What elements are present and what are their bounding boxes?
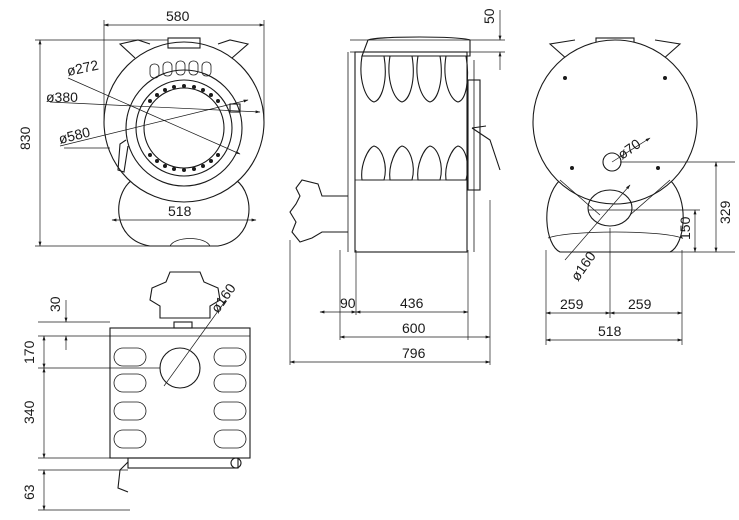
label-63: 63 [21,484,37,500]
label-150: 150 [677,216,693,240]
label-160-rear: ø160 [567,248,599,283]
leader-160-plan [163,299,227,387]
label-340: 340 [21,400,37,424]
front-flue [167,37,201,49]
front-vent-slots [149,60,212,79]
front-door-outer [125,69,243,187]
label-518-rear: 518 [598,323,622,339]
label-518-front: 518 [168,203,192,219]
plan-outlet-160 [159,347,201,389]
front-body-circle [103,41,265,203]
label-30: 30 [47,296,63,312]
label-830: 830 [17,126,33,150]
side-view [289,10,505,365]
side-drum [354,51,468,253]
front-base [118,179,250,247]
label-170: 170 [21,340,37,364]
label-436: 436 [400,295,424,311]
label-259-left: 259 [560,296,584,312]
rear-view [532,37,735,345]
label-259-right: 259 [628,296,652,312]
front-door-rivets [148,84,220,172]
plan-flue-collar [173,321,193,329]
rear-outlet-160 [587,189,633,227]
side-flue-pipe [289,179,348,243]
rear-body-circle [532,39,698,205]
label-580-diam: ø580 [57,124,92,147]
label-90: 90 [340,295,356,311]
front-hinge [229,103,241,113]
leader-70 [611,137,651,163]
side-handle [471,125,501,171]
leader-160-rear [564,184,631,261]
label-580: 580 [166,8,190,24]
side-door-plate [467,79,481,191]
label-796: 796 [402,345,426,361]
leader-272 [67,77,241,155]
plan-flue [149,271,221,319]
rear-bolts [563,76,667,170]
front-ear-left [118,39,151,59]
side-bottom-fins [361,145,469,181]
label-50: 50 [481,8,497,24]
rear-ear-left [548,39,576,61]
side-top-fins [360,36,471,103]
leader-380 [49,101,261,114]
plan-view [38,271,251,511]
plan-fins [113,347,247,449]
rear-ear-right [654,39,682,61]
front-door-ring [135,79,233,177]
plan-handle [117,461,129,493]
front-view [35,20,265,247]
rear-base [546,179,684,253]
label-600: 600 [402,320,426,336]
front-door-handle [117,139,129,173]
front-ear-right [217,39,250,59]
label-329: 329 [717,200,733,224]
label-380: ø380 [46,89,78,105]
label-272: ø272 [65,57,100,79]
leader-580 [59,99,249,147]
plan-door [127,457,239,469]
